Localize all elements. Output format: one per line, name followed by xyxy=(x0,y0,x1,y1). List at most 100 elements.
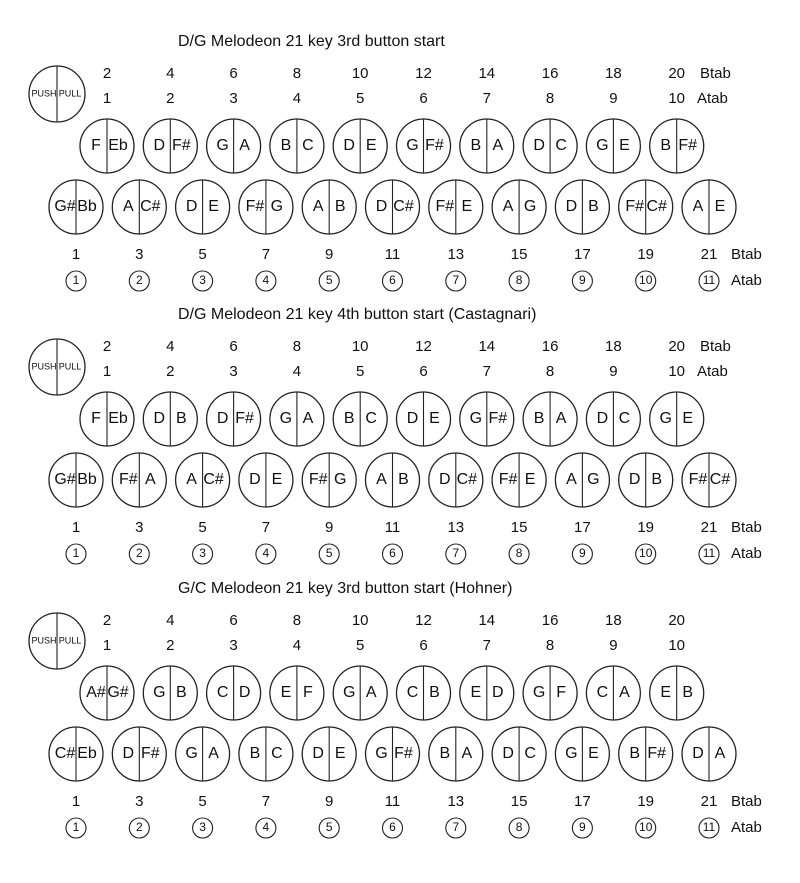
circled-number: 9 xyxy=(579,820,586,834)
pull-note: B xyxy=(176,684,187,701)
push-note: G xyxy=(533,684,545,701)
pull-note: F# xyxy=(141,745,160,762)
pull-note: F# xyxy=(425,137,444,154)
push-note: B xyxy=(281,137,292,154)
circled-atab-number: 1 xyxy=(65,817,87,839)
atab-number: 5 xyxy=(356,90,364,107)
pull-note: B xyxy=(682,684,693,701)
push-note: F# xyxy=(689,471,708,488)
push-note: A# xyxy=(86,684,106,701)
push-note: B xyxy=(439,745,450,762)
push-note: A xyxy=(313,198,324,215)
pull-note: C# xyxy=(203,471,224,488)
btab-number: 2 xyxy=(103,65,111,82)
btab-number: 9 xyxy=(325,246,333,263)
push-note: C xyxy=(217,684,229,701)
circled-number: 8 xyxy=(516,273,523,287)
pull-note: G# xyxy=(107,684,128,701)
push-note: G xyxy=(596,137,608,154)
push-note: D xyxy=(376,198,388,215)
push-note: G xyxy=(280,410,292,427)
btab-number: 9 xyxy=(325,519,333,536)
pull-note: A xyxy=(492,137,503,154)
circled-number: 7 xyxy=(452,546,459,560)
circled-atab-number: 10 xyxy=(635,543,657,565)
push-note: F# xyxy=(435,198,454,215)
atab-number: 10 xyxy=(668,90,685,107)
atab-number: 9 xyxy=(609,637,617,654)
btab-number: 5 xyxy=(198,519,206,536)
pull-note: A xyxy=(715,745,726,762)
push-note: D xyxy=(123,745,135,762)
btab-number: 17 xyxy=(574,519,591,536)
push-note: D xyxy=(154,410,166,427)
btab-number: 3 xyxy=(135,246,143,263)
btab-number: 10 xyxy=(352,612,369,629)
pull-note: E xyxy=(682,410,693,427)
pull-note: F# xyxy=(394,745,413,762)
pull-note: C# xyxy=(710,471,731,488)
push-note: D xyxy=(217,410,229,427)
circled-number: 10 xyxy=(639,273,653,287)
pull-note: E xyxy=(335,745,346,762)
pull-note: C xyxy=(302,137,314,154)
btab-number: 18 xyxy=(605,65,622,82)
circled-atab-number: 4 xyxy=(255,817,277,839)
atab-label: Atab xyxy=(731,819,762,836)
pull-note: A xyxy=(556,410,567,427)
push-note: G# xyxy=(54,198,75,215)
circled-number: 4 xyxy=(263,546,270,560)
circled-number: 7 xyxy=(452,820,459,834)
layout-section-3: G/C Melodeon 21 key 3rd button start (Ho… xyxy=(28,580,762,839)
push-note: F# xyxy=(499,471,518,488)
circled-atab-number: 6 xyxy=(381,817,404,839)
btab-number: 16 xyxy=(542,338,559,355)
btab-number: 18 xyxy=(605,338,622,355)
btab-number: 11 xyxy=(385,793,401,810)
layout-section-2: D/G Melodeon 21 key 4th button start (Ca… xyxy=(28,306,762,565)
push-note: G xyxy=(375,745,387,762)
btab-number: 6 xyxy=(229,65,237,82)
atab-number: 8 xyxy=(546,637,554,654)
btab-number: 2 xyxy=(103,338,111,355)
outer-row-button: F#G xyxy=(301,452,357,508)
btab-number: 21 xyxy=(701,246,718,263)
circled-number: 4 xyxy=(263,820,270,834)
push-note: F# xyxy=(625,198,644,215)
circled-number: 2 xyxy=(136,273,143,287)
push-note: D xyxy=(566,198,578,215)
pull-note: B xyxy=(335,198,346,215)
circled-number: 1 xyxy=(73,273,80,287)
push-note: A xyxy=(123,198,134,215)
pull-note: F# xyxy=(172,137,191,154)
circled-atab-number: 5 xyxy=(318,817,340,839)
btab-number: 14 xyxy=(478,612,495,629)
section-title: D/G Melodeon 21 key 4th button start (Ca… xyxy=(178,306,536,323)
pull-note: C xyxy=(555,137,567,154)
circled-number: 11 xyxy=(703,273,716,287)
outer-row-button: A C# xyxy=(111,179,167,235)
pull-note: E xyxy=(208,198,219,215)
pull-note: C# xyxy=(140,198,161,215)
btab-number: 13 xyxy=(447,793,464,810)
circled-number: 5 xyxy=(326,820,333,834)
circled-atab-number: 2 xyxy=(128,270,150,292)
atab-number: 10 xyxy=(668,637,685,654)
btab-number: 15 xyxy=(511,793,528,810)
push-note: B xyxy=(470,137,481,154)
